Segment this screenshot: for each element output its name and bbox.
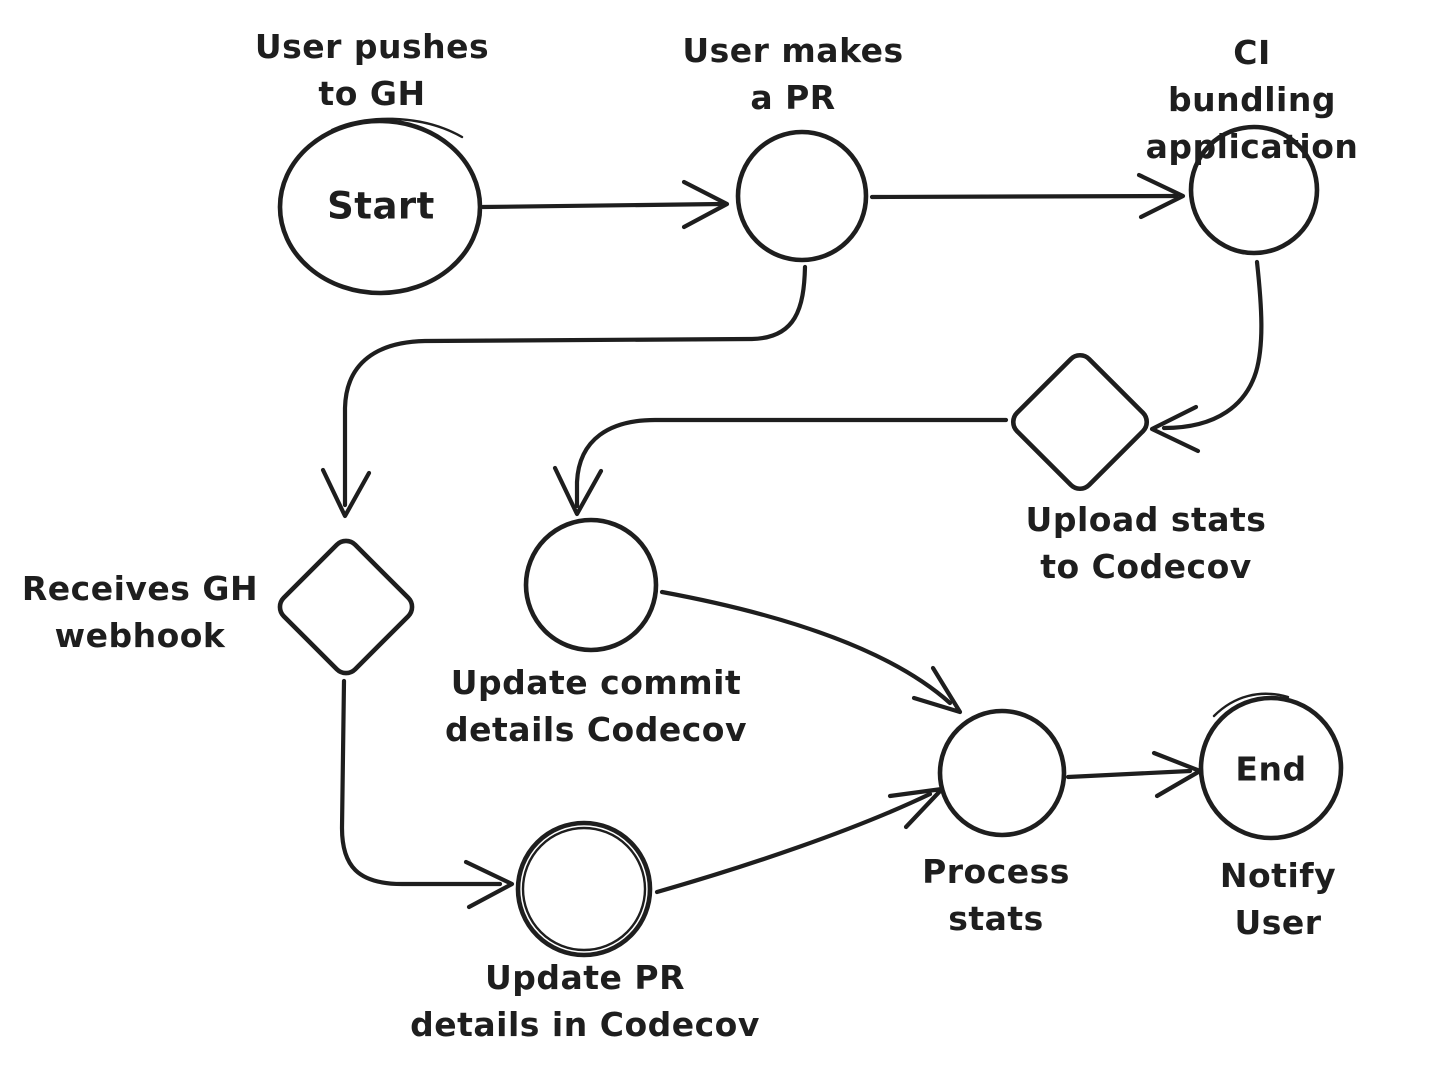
node-update-pr-shape <box>515 820 653 958</box>
label-update-commit-details-codecov: Update commit details Codecov <box>445 663 747 749</box>
arrowhead-start-to-user-makes-pr <box>681 179 730 230</box>
arrowhead-user-makes-pr-to-receives-webhook <box>320 467 372 519</box>
edge-upload-stats-to-update-commit <box>574 417 1009 509</box>
arrowhead-update-pr-to-process-stats <box>887 786 945 830</box>
arrowhead-upload-stats-to-update-commit <box>552 465 604 517</box>
arrowhead-update-commit-to-process-stats <box>911 665 963 715</box>
label-user-pushes-to-gh: User pushes to GH <box>254 27 490 113</box>
edge-user-makes-pr-to-ci-bundling <box>869 193 1179 200</box>
arrowhead-receives-webhook-to-update-pr <box>463 859 515 910</box>
label-process-stats: Process stats <box>922 852 1070 938</box>
edge-process-stats-to-end <box>1065 768 1193 780</box>
edge-user-makes-pr-to-receives-webhook <box>342 264 808 508</box>
label-upload-stats-to-codecov: Upload stats to Codecov <box>1025 500 1267 586</box>
node-upload-stats-shape <box>1010 352 1150 492</box>
sketch-overstroke-update-pr <box>521 826 647 952</box>
node-start-text: Start <box>327 184 435 228</box>
edge-receives-webhook-to-update-pr <box>339 678 503 887</box>
node-process-stats-shape <box>937 708 1067 838</box>
node-end-text: End <box>1235 749 1307 789</box>
edge-update-pr-to-process-stats <box>654 791 933 895</box>
node-end-shape <box>1198 695 1344 841</box>
edge-update-commit-to-process-stats <box>659 589 953 706</box>
sketch-overstroke-start <box>330 117 464 139</box>
node-receives-webhook-shape <box>277 538 415 676</box>
arrowhead-ci-bundling-to-upload-stats <box>1149 404 1201 454</box>
edge-ci-bundling-to-upload-stats <box>1161 259 1264 431</box>
arrowhead-user-makes-pr-to-ci-bundling <box>1136 172 1186 220</box>
sketch-overstroke-end <box>1212 692 1290 718</box>
label-update-pr-details-in-codecov: Update PR details in Codecov <box>410 958 760 1044</box>
node-start-shape <box>277 118 483 296</box>
label-notify-user: Notify User <box>1219 856 1337 942</box>
label-ci-bundling-application: CI bundling application <box>1145 33 1359 166</box>
edge-start-to-user-makes-pr <box>480 201 725 210</box>
arrowhead-process-stats-to-end <box>1151 750 1203 799</box>
node-ci-bundling-shape <box>1188 124 1320 256</box>
label-user-makes-a-pr: User makes a PR <box>682 31 904 117</box>
node-update-commit-shape <box>523 517 659 653</box>
label-receives-gh-webhook: Receives GH webhook <box>21 569 259 655</box>
node-user-makes-pr-shape <box>735 129 869 263</box>
